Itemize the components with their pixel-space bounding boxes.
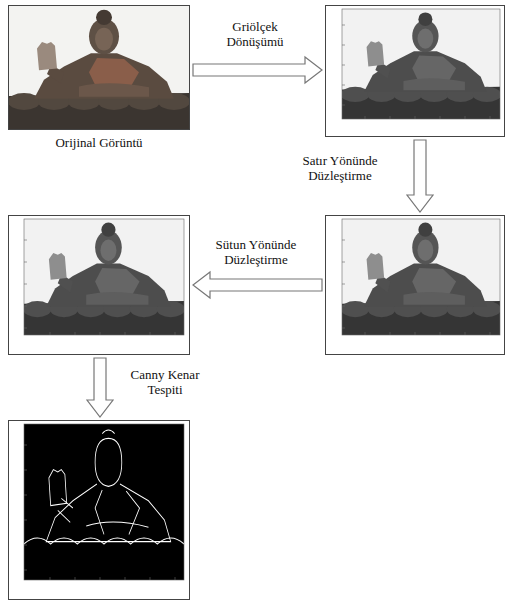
plot-figure xyxy=(9,216,189,354)
step-label: Griölçek Dönüşümü xyxy=(205,18,305,50)
plot-figure xyxy=(9,421,189,599)
photo xyxy=(8,6,190,129)
image-box xyxy=(325,215,505,355)
block-arrow xyxy=(407,140,433,212)
image-box xyxy=(8,215,190,355)
image-box xyxy=(8,420,190,600)
step-label: Sütun Yönünde Düzleştirme xyxy=(205,236,307,268)
step-label: Canny Kenar Tespiti xyxy=(122,366,208,398)
block-arrow xyxy=(87,358,113,417)
plot-figure xyxy=(326,216,504,354)
plot-figure xyxy=(326,6,504,136)
step-label: Satır Yönünde Düzleştirme xyxy=(290,152,390,184)
image-caption: Orijinal Görüntü xyxy=(9,135,189,150)
block-arrow xyxy=(193,57,322,83)
image-box: Orijinal Görüntü xyxy=(8,5,190,130)
image-box xyxy=(325,5,505,137)
block-arrow xyxy=(193,272,322,298)
